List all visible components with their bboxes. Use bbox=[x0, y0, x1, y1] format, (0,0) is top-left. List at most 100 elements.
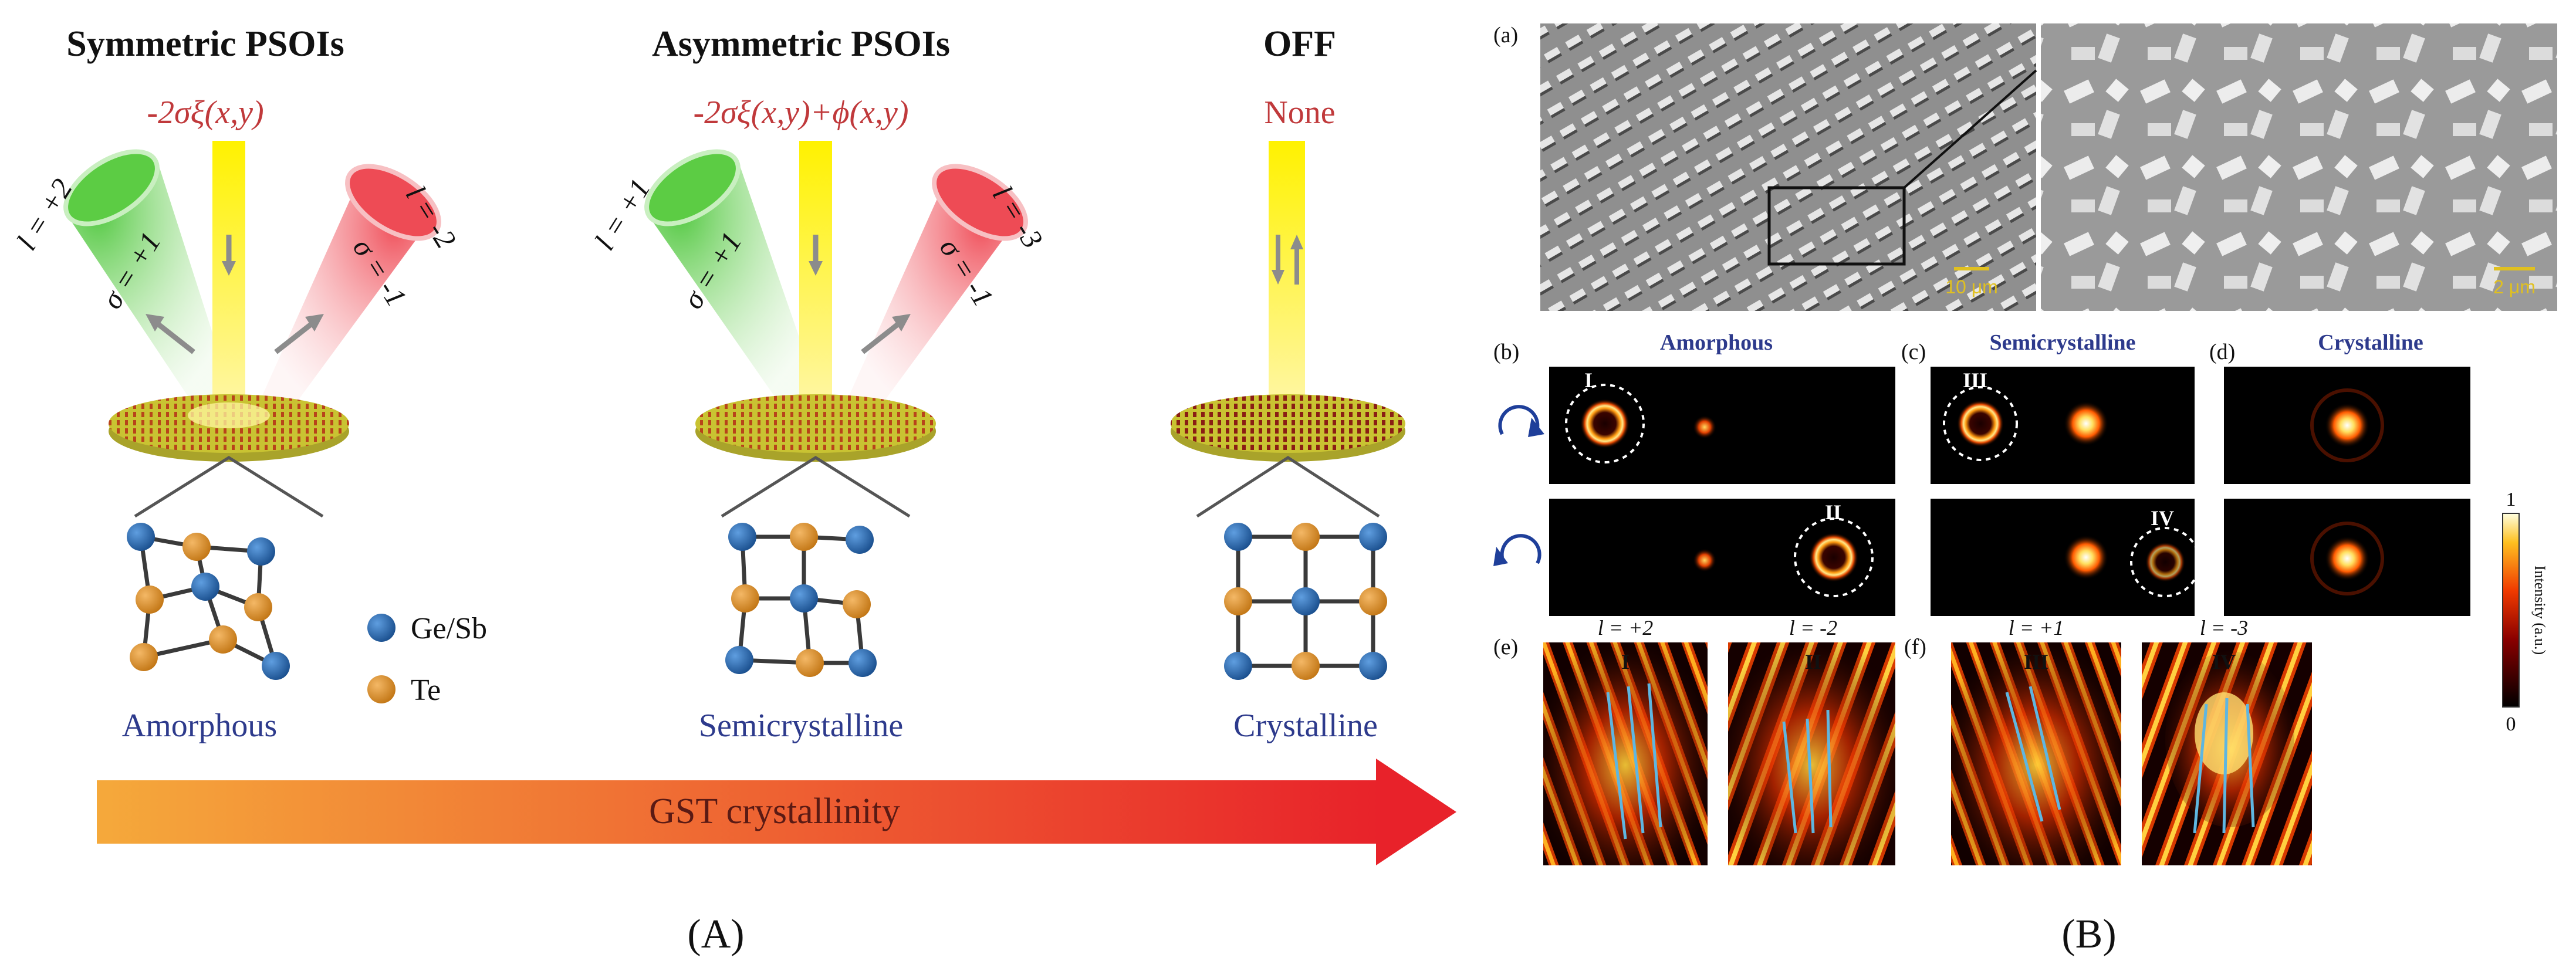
rotation-cw-icon bbox=[1498, 405, 1540, 435]
red-beam bbox=[258, 182, 428, 411]
sem-zoom-box bbox=[1767, 186, 1906, 266]
sub-label-d: (d) bbox=[2209, 340, 2235, 364]
mark-I: I bbox=[1584, 368, 1593, 392]
diffraction-rings bbox=[2310, 522, 2384, 595]
state-title: Symmetric PSOIs bbox=[66, 24, 344, 64]
scale-label-right: 2 μm bbox=[2493, 276, 2536, 297]
e-left-l: l = +2 bbox=[1598, 616, 1654, 639]
vortex-ring bbox=[1580, 399, 1630, 448]
arrow-out-right bbox=[274, 317, 319, 354]
sub-label-b: (b) bbox=[1493, 340, 1519, 364]
zero-order-spot bbox=[2064, 401, 2108, 446]
arrow-out-right bbox=[861, 317, 905, 354]
title-semicrystalline: Semicrystalline bbox=[1989, 330, 2135, 355]
arrow-head bbox=[1376, 759, 1456, 865]
arrow-in-head bbox=[1272, 270, 1284, 285]
zero-order-spot bbox=[1693, 549, 1716, 572]
vortex-ring bbox=[1809, 533, 1858, 582]
mark-II: II bbox=[1825, 500, 1841, 524]
f-right-l: l = -3 bbox=[2200, 616, 2248, 639]
te-swatch bbox=[367, 675, 395, 703]
arrow-in-head bbox=[222, 261, 236, 276]
metasurface-disc bbox=[1171, 394, 1405, 453]
te-label: Te bbox=[411, 674, 441, 707]
scale-label-left: 10 μm bbox=[1945, 276, 1998, 297]
diffraction-rings bbox=[2310, 388, 2384, 462]
title-crystalline: Crystalline bbox=[2318, 330, 2423, 355]
red-beam-aperture bbox=[345, 164, 441, 241]
state-title: OFF bbox=[1263, 24, 1336, 64]
arrow-in-head bbox=[809, 261, 823, 276]
gesb-label: Ge/Sb bbox=[411, 612, 487, 645]
state-formula: -2σξ(x,y) bbox=[147, 94, 263, 131]
zero-order-spot bbox=[2325, 403, 2369, 448]
zoom-lines bbox=[134, 456, 324, 518]
rotation-cw-icon-head bbox=[1528, 418, 1544, 437]
marker-circle bbox=[1943, 386, 2018, 461]
state-symmetric: Symmetric PSOIs -2σξ(x,y) l = +2 σ = +1 … bbox=[10, 24, 463, 744]
scale-bar-left bbox=[1954, 267, 1989, 270]
sub-label-e: (e) bbox=[1493, 635, 1518, 659]
mark-III: III bbox=[2024, 650, 2048, 674]
marker-circle bbox=[2130, 527, 2200, 597]
red-beam-aperture bbox=[932, 164, 1028, 241]
arrow-out-right-head bbox=[305, 314, 324, 331]
green-beam-aperture bbox=[644, 149, 741, 226]
arrow-reflect-head bbox=[1290, 235, 1303, 249]
marker-circle bbox=[1565, 384, 1645, 463]
colorbar-max: 1 bbox=[2506, 489, 2516, 510]
panel-a-caption: (A) bbox=[687, 912, 744, 957]
green-beam bbox=[645, 164, 819, 405]
title-amorphous: Amorphous bbox=[1660, 330, 1773, 355]
sub-label-c: (c) bbox=[1901, 340, 1926, 364]
vortex-ring bbox=[2145, 542, 2185, 582]
f-left-l: l = +1 bbox=[2009, 616, 2064, 639]
colorbar-min: 0 bbox=[2506, 713, 2516, 735]
interference-IV-hot bbox=[2195, 692, 2253, 774]
marker-circle bbox=[1794, 517, 1874, 597]
mark-IV: IV bbox=[2151, 506, 2174, 530]
green-beam bbox=[65, 164, 232, 405]
fork-lines bbox=[1782, 709, 1833, 834]
arrow-out-left-head bbox=[146, 314, 164, 331]
state-asymmetric: Asymmetric PSOIs -2σξ(x,y)+ϕ(x,y) l = +1… bbox=[588, 24, 1050, 744]
rotation-ccw-icon-head bbox=[1493, 547, 1508, 566]
mark-III: III bbox=[1963, 368, 1987, 392]
gesb-swatch bbox=[367, 614, 395, 642]
zoom-lines bbox=[721, 456, 911, 518]
red-beam bbox=[845, 182, 1015, 411]
state-title: Asymmetric PSOIs bbox=[652, 24, 950, 64]
green-beam-aperture bbox=[63, 149, 160, 226]
crystallinity-arrow: GST crystallinity bbox=[97, 759, 1456, 865]
mark-I: I bbox=[1621, 650, 1630, 674]
panel-b-caption: (B) bbox=[2061, 912, 2116, 957]
vortex-ring bbox=[1957, 400, 2004, 447]
state-formula: -2σξ(x,y)+ϕ(x,y) bbox=[693, 94, 908, 131]
state-formula: None bbox=[1264, 94, 1335, 131]
arrow-out-right-head bbox=[892, 314, 911, 331]
fork-lines bbox=[1606, 683, 1662, 840]
lattice-semicrystalline bbox=[725, 523, 877, 677]
lattice-amorphous bbox=[127, 523, 290, 680]
metasurface-disc bbox=[695, 394, 936, 453]
atom-legend: Ge/Sb Te bbox=[367, 612, 487, 707]
panel-b: (a) 10 μm 2 μm (b) Amorphous I II (c) Se… bbox=[1493, 23, 2557, 957]
arrow-out-left bbox=[151, 317, 195, 354]
zero-order-spot bbox=[2325, 536, 2369, 581]
panel-a: Symmetric PSOIs -2σξ(x,y) l = +2 σ = +1 … bbox=[10, 24, 1456, 957]
colorbar-label: Intensity (a.u.) bbox=[2531, 566, 2548, 655]
zoom-lines bbox=[1196, 456, 1380, 518]
arrow-shaft bbox=[97, 780, 1382, 844]
interference-III-glow bbox=[1951, 642, 2121, 865]
lattice-label: Semicrystalline bbox=[699, 708, 903, 744]
rotation-ccw-icon bbox=[1500, 534, 1541, 564]
fork-lines bbox=[2005, 686, 2061, 822]
sub-label-a: (a) bbox=[1493, 23, 1518, 48]
scale-bar-right bbox=[2494, 267, 2535, 270]
zoom-connector bbox=[1903, 69, 2037, 189]
metasurface-glow bbox=[188, 402, 270, 428]
zero-order-spot bbox=[1693, 415, 1716, 439]
colorbar bbox=[2502, 513, 2520, 708]
lattice-label: Crystalline bbox=[1233, 708, 1378, 744]
